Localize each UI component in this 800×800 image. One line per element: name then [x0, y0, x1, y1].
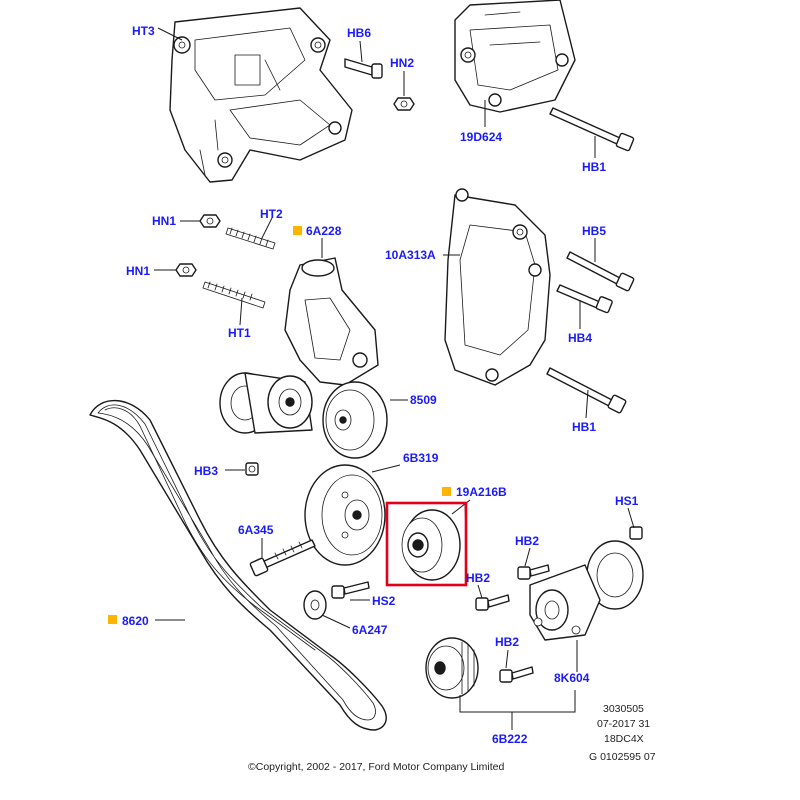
nut-hn2-drawing [393, 97, 415, 111]
bracket-19d624-drawing [454, 0, 576, 113]
square-marker-icon [442, 487, 451, 496]
stud-ht2-drawing [225, 227, 276, 250]
nut-hn1-a-drawing [199, 214, 221, 228]
drawing-layer [89, 0, 644, 731]
idler-19a216b-drawing [401, 509, 461, 581]
callout-6a247[interactable]: 6A247 [352, 623, 388, 637]
callout-hs2[interactable]: HS2 [372, 594, 396, 608]
highlight-box [385, 501, 468, 587]
bolt-hb4-drawing [556, 284, 613, 314]
callout-8620[interactable]: 8620 [122, 614, 149, 628]
callout-hb2-b[interactable]: HB2 [466, 571, 490, 585]
callout-8509[interactable]: 8509 [410, 393, 437, 407]
callout-ht1[interactable]: HT1 [228, 326, 251, 340]
callout-6b319[interactable]: 6B319 [403, 451, 439, 465]
info-block: 3030505 07-2017 31 18DC4X G 0102595 07 [589, 703, 656, 763]
pulley-8509-drawing [322, 381, 388, 459]
callout-6a228[interactable]: 6A228 [306, 224, 342, 238]
bolt-hb2-b-drawing [475, 594, 510, 611]
info-line-4: G 0102595 07 [589, 751, 656, 763]
callout-19d624[interactable]: 19D624 [460, 130, 502, 144]
callout-labels: HT3 HB6 HN2 19D624 HB1 HN1 HT2 6A228 10A… [122, 24, 639, 746]
callout-10a313a[interactable]: 10A313A [385, 248, 436, 262]
bolt-hb1-top-drawing [549, 107, 635, 152]
callout-19a216b[interactable]: 19A216B [456, 485, 507, 499]
callout-hb3[interactable]: HB3 [194, 464, 218, 478]
tensioner-drawing [219, 372, 313, 434]
copyright-text: ©Copyright, 2002 - 2017, Ford Motor Comp… [248, 761, 505, 773]
callout-hn1-a[interactable]: HN1 [152, 214, 176, 228]
info-line-3: 18DC4X [604, 733, 644, 745]
info-line-2: 07-2017 31 [597, 718, 650, 730]
callout-6b222[interactable]: 6B222 [492, 732, 528, 746]
bolt-hb2-c-drawing [499, 666, 534, 683]
callout-hn2[interactable]: HN2 [390, 56, 414, 70]
square-marker-icon [293, 226, 302, 235]
square-marker-icon [108, 615, 117, 624]
info-line-1: 3030505 [603, 703, 644, 715]
callout-ht3[interactable]: HT3 [132, 24, 155, 38]
washer-6a247-drawing [303, 590, 327, 620]
bracket-6a228-drawing [284, 257, 379, 386]
callout-6a345[interactable]: 6A345 [238, 523, 274, 537]
bolt-hs1-drawing [629, 526, 643, 540]
callout-hb2-c[interactable]: HB2 [495, 635, 519, 649]
bolt-hb1-mid-drawing [546, 367, 627, 414]
callout-hb4[interactable]: HB4 [568, 331, 592, 345]
bolt-6a345-drawing [249, 539, 316, 577]
bolt-hs2-drawing [331, 581, 370, 599]
callout-hs1[interactable]: HS1 [615, 494, 639, 508]
bolt-hb2-a-drawing [517, 564, 550, 580]
callout-hb1-mid[interactable]: HB1 [572, 420, 596, 434]
callout-hb1-top[interactable]: HB1 [582, 160, 606, 174]
pulley-6b222-drawing [425, 637, 479, 699]
tensioner-8k604-drawing [529, 540, 644, 641]
bolt-hb6-drawing [344, 58, 383, 79]
callout-hb5[interactable]: HB5 [582, 224, 606, 238]
bolt-hb5-drawing [566, 251, 635, 292]
pulley-6b319-drawing [304, 464, 386, 566]
callout-hb2-a[interactable]: HB2 [515, 534, 539, 548]
bolt-hb3-drawing [245, 462, 259, 476]
drive-belt-8620-drawing [89, 399, 387, 731]
nut-hn1-b-drawing [175, 263, 197, 277]
upper-bracket-drawing [169, 7, 353, 183]
callout-ht2[interactable]: HT2 [260, 207, 283, 221]
callout-8k604[interactable]: 8K604 [554, 671, 590, 685]
callout-hn1-b[interactable]: HN1 [126, 264, 150, 278]
callout-hb6[interactable]: HB6 [347, 26, 371, 40]
bracket-10a313a-drawing [444, 188, 551, 386]
stud-ht1-drawing [202, 281, 266, 309]
